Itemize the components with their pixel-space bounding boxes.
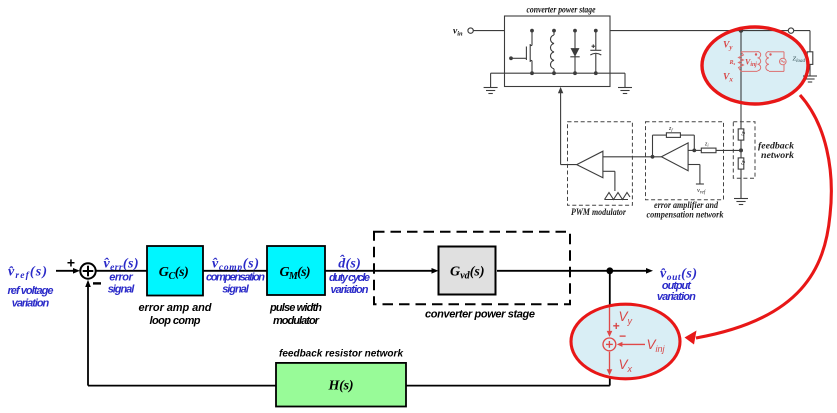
svg-text:compensation network: compensation network	[647, 211, 724, 221]
svg-text:z1: z1	[740, 131, 746, 137]
svg-text:Zload: Zload	[793, 56, 806, 65]
svg-text:ref voltage: ref voltage	[8, 285, 54, 297]
svg-text:signal: signal	[222, 284, 249, 296]
svg-text:feedback: feedback	[758, 142, 794, 152]
svg-text:converter power stage: converter power stage	[527, 5, 596, 15]
svg-text:error amplifier and: error amplifier and	[654, 201, 718, 211]
svg-text:variation: variation	[12, 298, 50, 310]
svg-text:Vx: Vx	[723, 73, 733, 84]
svg-text:zf: zf	[668, 126, 673, 132]
svg-text:network: network	[761, 151, 794, 161]
svg-text:error: error	[109, 272, 133, 284]
svg-text:H(s): H(s)	[328, 379, 354, 394]
svg-text:variation: variation	[331, 284, 369, 296]
svg-text:z2: z2	[740, 160, 746, 166]
svg-text:variation: variation	[657, 291, 696, 303]
svg-text:d̂(s): d̂(s)	[338, 253, 361, 271]
svg-text:converter power stage: converter power stage	[425, 309, 535, 321]
svg-text:vin: vin	[453, 27, 463, 38]
svg-text:+: +	[613, 319, 620, 333]
svg-text:vref: vref	[697, 187, 706, 196]
svg-text:GC(s): GC(s)	[159, 265, 189, 282]
svg-text:error amp and: error amp and	[139, 302, 212, 314]
svg-text:+: +	[67, 255, 75, 271]
svg-text:feedback resistor network: feedback resistor network	[279, 349, 403, 360]
svg-text:output: output	[662, 280, 692, 292]
svg-text:GM(s): GM(s)	[280, 265, 311, 282]
svg-text:signal: signal	[108, 284, 135, 296]
svg-text:PWM modulator: PWM modulator	[571, 208, 626, 218]
svg-text:Vy: Vy	[723, 41, 733, 52]
svg-text:pulse width: pulse width	[269, 302, 322, 314]
svg-text:−: −	[619, 329, 626, 343]
svg-text:compensation: compensation	[206, 272, 265, 284]
svg-text:zi: zi	[704, 142, 709, 148]
svg-text:duty cycle: duty cycle	[329, 272, 370, 284]
svg-text:Gvd(s): Gvd(s)	[450, 265, 485, 282]
svg-text:Vinj: Vinj	[745, 57, 757, 68]
svg-text:Rs: Rs	[729, 60, 736, 66]
svg-text:modulator: modulator	[273, 315, 320, 327]
svg-text:loop comp: loop comp	[150, 315, 201, 327]
